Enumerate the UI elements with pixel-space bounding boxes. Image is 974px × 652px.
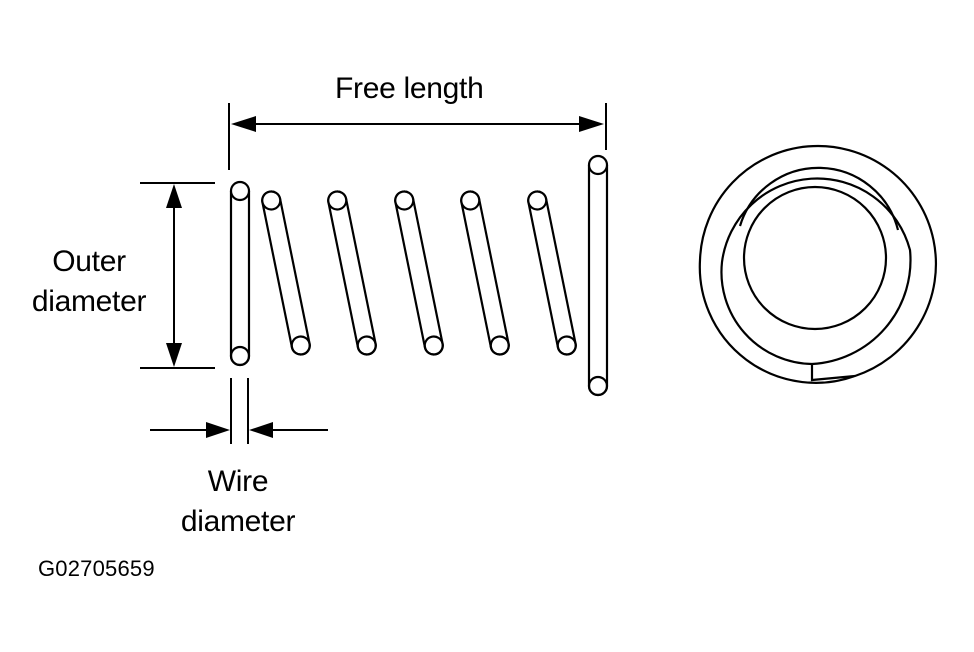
spring-side-view	[229, 154, 609, 397]
figure-code: G02705659	[38, 556, 155, 581]
spring-end-view-outer-spiral	[698, 144, 937, 384]
spring-end-view-inner-band	[738, 166, 900, 231]
wire-diameter-label: Wire diameter	[160, 462, 316, 542]
spring-coil	[229, 180, 251, 367]
outer-diameter-label: Outer diameter	[24, 242, 154, 322]
outer-diameter-arrowhead-top	[166, 184, 182, 208]
outer-diameter-arrowhead-bottom	[166, 343, 182, 367]
wire-diameter-dimension	[150, 378, 328, 444]
wire-diameter-label-line2: diameter	[180, 505, 296, 538]
spring-coil	[327, 190, 377, 356]
wire-diameter-arrowhead-right	[249, 422, 273, 438]
spring-end-view-middle-spiral	[720, 177, 912, 366]
spring-coil	[527, 190, 577, 356]
spring-coil	[587, 154, 609, 397]
wire-diameter-label-line1: Wire	[207, 465, 269, 498]
wire-diameter-arrowhead-left	[206, 422, 230, 438]
free-length-arrowhead-left	[231, 116, 256, 132]
spring-end-view-inner-circle	[742, 185, 888, 331]
spring-coil	[394, 190, 444, 356]
free-length-label: Free length	[335, 72, 484, 105]
free-length-arrowhead-right	[579, 116, 604, 132]
spring-coil	[261, 190, 311, 356]
outer-diameter-dimension	[140, 182, 215, 369]
spring-coil	[460, 190, 510, 356]
outer-diameter-label-line1: Outer	[52, 245, 126, 278]
spring-end-view	[698, 144, 937, 384]
free-length-dimension	[228, 103, 607, 170]
outer-diameter-label-line2: diameter	[31, 285, 147, 318]
